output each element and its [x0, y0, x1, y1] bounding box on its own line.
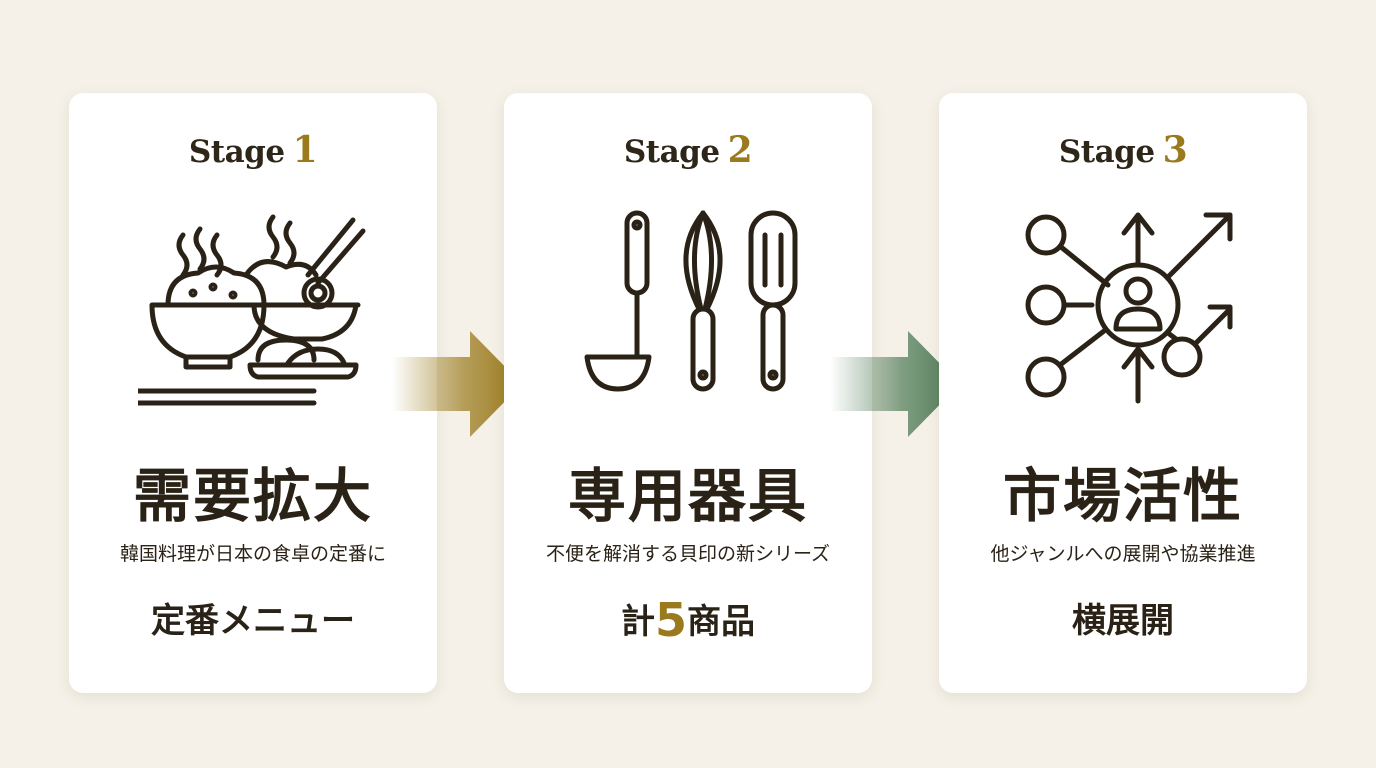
stage-3-highlight: 横展開	[1072, 601, 1174, 641]
market-network-icon	[1025, 212, 1233, 404]
stage-3-heading: 市場活性	[1002, 462, 1243, 530]
kitchen-utensils-icon	[584, 210, 798, 392]
stage-label-text: Stage	[1058, 134, 1155, 170]
stage-2-heading: 専用器具	[567, 462, 808, 530]
stage-1-highlight: 定番メニュー	[151, 601, 355, 641]
stage-number: 2	[727, 129, 753, 171]
arrow-right-icon	[830, 331, 960, 437]
stage-label-text: Stage	[188, 134, 285, 170]
highlight-suffix: 商品	[687, 602, 755, 642]
stage-number: 3	[1162, 129, 1188, 171]
stage-2-description: 不便を解消する貝印の新シリーズ	[545, 543, 831, 565]
highlight-number: 5	[654, 593, 687, 647]
arrow-right-icon	[392, 331, 522, 437]
stage-2-highlight: 計5商品	[504, 593, 872, 647]
stage-number: 1	[292, 129, 318, 171]
stage-label-text: Stage	[623, 134, 720, 170]
stage-1-description: 韓国料理が日本の食卓の定番に	[119, 543, 386, 565]
stage-3-description: 他ジャンルへの展開や協業推進	[990, 543, 1256, 565]
stage-1-heading: 需要拡大	[132, 462, 373, 530]
korean-food-icon	[138, 214, 366, 406]
highlight-prefix: 計	[620, 602, 655, 642]
